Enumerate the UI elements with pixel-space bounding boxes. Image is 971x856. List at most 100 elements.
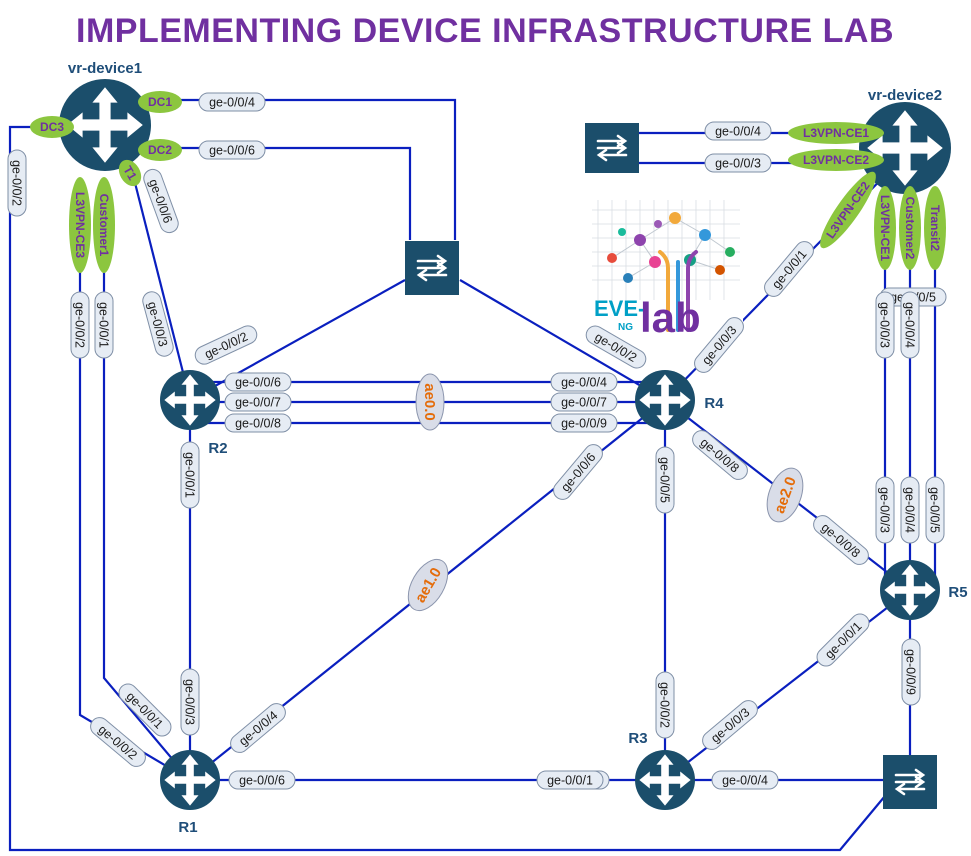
r5-label: R5 xyxy=(948,584,967,601)
router-r3[interactable] xyxy=(635,750,695,810)
port-label-p37: ge-0/0/3 xyxy=(180,668,200,736)
router-r5[interactable] xyxy=(880,560,940,620)
port-label-p36: ge-0/0/4 xyxy=(711,770,779,790)
tag-transit2: Transit2 xyxy=(924,186,946,270)
port-label-p28: ge-0/0/4 xyxy=(900,476,920,544)
link-dc2-switch1 xyxy=(180,146,412,240)
port-label-p41: ge-0/0/1 xyxy=(536,770,604,790)
port-label-text: ge-0/0/5 xyxy=(658,457,672,503)
port-label-p27: ge-0/0/3 xyxy=(875,476,895,544)
port-label-p18: ge-0/0/7 xyxy=(224,392,292,412)
svg-text:DC2: DC2 xyxy=(148,143,172,157)
port-label-p40: ge-0/0/6 xyxy=(228,770,296,790)
port-label-text: ge-0/0/4 xyxy=(209,96,255,110)
r2-label: R2 xyxy=(208,440,227,457)
switch-2[interactable] xyxy=(585,123,639,173)
port-label-text: ge-0/0/4 xyxy=(561,376,607,390)
port-labels: ge-0/0/4 ge-0/0/6 ge-0/0/4 ge-0/0/3 ge-0/0/2… xyxy=(7,92,947,790)
switch-3[interactable] xyxy=(883,755,937,809)
svg-text:DC3: DC3 xyxy=(40,120,64,134)
svg-text:DC1: DC1 xyxy=(148,95,172,109)
router-r1[interactable] xyxy=(160,750,220,810)
tag-customer2: Customer2 xyxy=(899,186,921,270)
svg-text:Customer2: Customer2 xyxy=(903,197,917,260)
vr-device1-label: vr-device1 xyxy=(68,60,142,77)
vr-device1[interactable] xyxy=(59,79,151,171)
port-label-p26: ge-0/0/8 xyxy=(692,430,748,480)
port-label-p07: ge-0/0/2 xyxy=(70,291,90,359)
port-label-text: ge-0/0/1 xyxy=(547,774,593,788)
svg-text:T1: T1 xyxy=(120,163,139,182)
tag-l3vpn-ce2-top: L3VPN-CE2 xyxy=(788,149,884,171)
eve-ng-lab-logo: EVE- NG lab xyxy=(588,192,743,341)
port-label-p39: ge-0/0/2 xyxy=(90,717,146,767)
port-label-p33: ge-0/0/3 xyxy=(702,700,758,750)
tag-t1: T1 xyxy=(118,159,142,187)
port-label-text: ge-0/0/7 xyxy=(235,396,281,410)
port-label-p23: ge-0/0/1 xyxy=(180,441,200,509)
link-dc1-switch1 xyxy=(180,98,457,240)
port-label-text: ge-0/0/3 xyxy=(715,157,761,171)
tag-l3vpn-ce1-vert: L3VPN-CE1 xyxy=(874,186,896,270)
port-label-p02: ge-0/0/6 xyxy=(198,140,266,160)
svg-text:L3VPN-CE2: L3VPN-CE2 xyxy=(803,153,869,167)
port-label-p21: ge-0/0/7 xyxy=(550,392,618,412)
router-r2[interactable] xyxy=(160,370,220,430)
port-label-text: ge-0/0/4 xyxy=(715,125,761,139)
aggregate-ae1: ae1.0 xyxy=(407,558,449,612)
tag-l3vpn-ce3: L3VPN-CE3 xyxy=(69,177,91,273)
port-label-p24: ge-0/0/6 xyxy=(553,444,603,500)
tag-l3vpn-ce2-diag: L3VPN-CE2 xyxy=(820,171,876,249)
port-label-p03: ge-0/0/4 xyxy=(704,121,772,141)
link-customer1-r1 xyxy=(102,265,191,781)
link-ce3-r1 xyxy=(78,265,191,781)
port-label-p34: ge-0/0/2 xyxy=(655,671,675,739)
link-r3-r5 xyxy=(664,589,911,781)
port-label-text: ge-0/0/2 xyxy=(658,682,672,728)
tag-dc3: DC3 xyxy=(30,116,74,138)
vr-device2-label: vr-device2 xyxy=(868,87,942,104)
tag-dc1: DC1 xyxy=(138,91,182,113)
aggregate-ae2: ae2.0 xyxy=(766,467,804,523)
port-label-text: ge-0/0/4 xyxy=(903,487,917,533)
tag-l3vpn-ce1-top: L3VPN-CE1 xyxy=(788,122,884,144)
port-label-text: ge-0/0/9 xyxy=(904,649,918,695)
switch-1[interactable] xyxy=(405,241,459,295)
port-label-p30: ge-0/0/8 xyxy=(813,515,869,565)
port-label-text: ge-0/0/5 xyxy=(928,487,942,533)
link-t1-r2 xyxy=(131,174,192,401)
port-label-text: ge-0/0/2 xyxy=(10,160,24,206)
port-label-text: ge-0/0/2 xyxy=(73,302,87,348)
port-label-p38: ge-0/0/1 xyxy=(118,683,172,737)
port-label-text: ge-0/0/4 xyxy=(722,774,768,788)
port-label-p09: ge-0/0/6 xyxy=(143,168,179,234)
port-label-text: ge-0/0/3 xyxy=(878,302,892,348)
svg-text:ae0.0: ae0.0 xyxy=(421,383,438,421)
svg-text:L3VPN-CE1: L3VPN-CE1 xyxy=(803,126,869,140)
svg-text:L3VPN-CE2: L3VPN-CE2 xyxy=(823,179,873,241)
port-label-text: ge-0/0/6 xyxy=(209,144,255,158)
port-label-p19: ge-0/0/8 xyxy=(224,413,292,433)
port-label-p15: ge-0/0/3 xyxy=(875,291,895,359)
port-label-p17: ge-0/0/6 xyxy=(224,372,292,392)
vr-device2[interactable] xyxy=(859,102,951,194)
tag-customer1: Customer1 xyxy=(93,177,115,273)
logo-lab-text: lab xyxy=(640,294,701,341)
r4-label: R4 xyxy=(704,395,724,412)
port-label-p05: ge-0/0/2 xyxy=(7,149,27,217)
port-label-p29: ge-0/0/5 xyxy=(925,476,945,544)
svg-text:L3VPN-CE3: L3VPN-CE3 xyxy=(73,192,87,258)
logo-ng-text: NG xyxy=(618,322,633,333)
port-label-text: ge-0/0/1 xyxy=(822,619,864,661)
r1-label: R1 xyxy=(178,819,197,836)
tag-dc2: DC2 xyxy=(138,139,182,161)
r3-label: R3 xyxy=(628,730,647,747)
svg-text:Customer1: Customer1 xyxy=(97,194,111,257)
router-r4[interactable] xyxy=(635,370,695,430)
svg-text:Transit2: Transit2 xyxy=(928,205,942,251)
port-label-p32: ge-0/0/9 xyxy=(901,638,921,706)
port-label-p12: ge-0/0/1 xyxy=(764,241,814,297)
page-title: IMPLEMENTING DEVICE INFRASTRUCTURE LAB xyxy=(76,12,894,50)
port-label-text: ge-0/0/3 xyxy=(878,487,892,533)
